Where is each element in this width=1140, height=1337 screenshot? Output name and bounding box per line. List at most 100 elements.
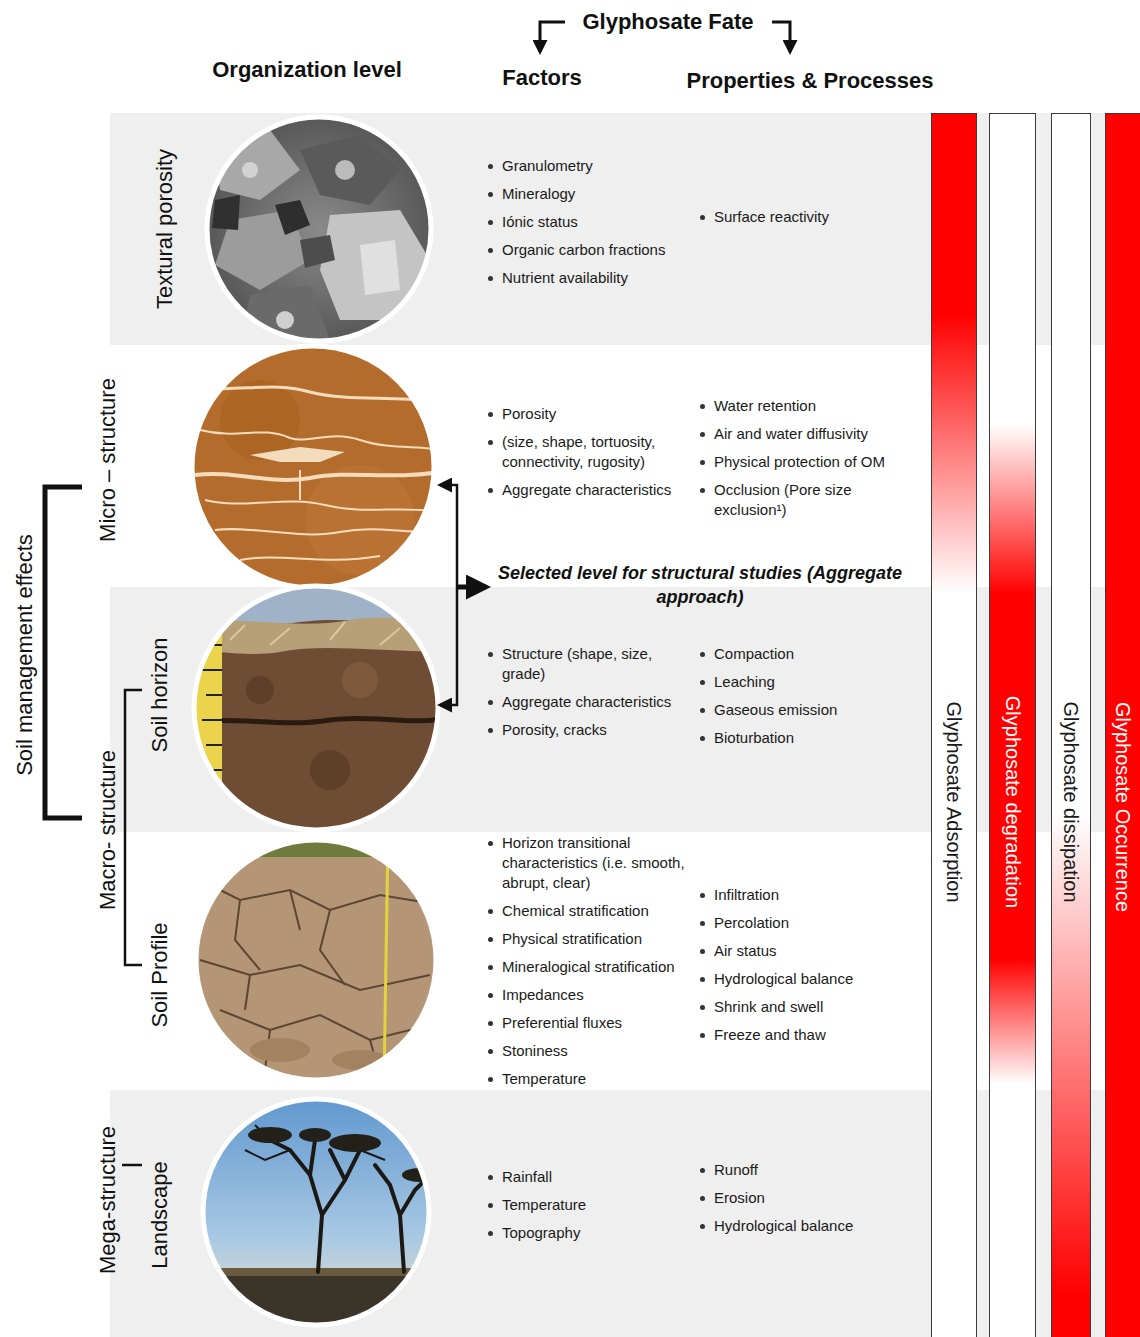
bullet-item: Mineralogy xyxy=(488,184,696,204)
level-label: Micro – structure xyxy=(95,378,120,542)
factor-text: Rainfall xyxy=(502,1167,552,1187)
bullet-item: (size, shape, tortuosity, connectivity, … xyxy=(488,432,696,472)
factor-text: Porosity xyxy=(502,404,556,424)
sem-photo xyxy=(200,110,440,350)
fate-bar: Glyphosate dissipation xyxy=(1051,113,1091,1337)
band-ground xyxy=(110,113,1140,345)
bullet-dot xyxy=(488,700,493,705)
bracket xyxy=(125,690,142,965)
factor-text: Aggregate characteristics xyxy=(502,480,671,500)
bullet-item: Bioturbation xyxy=(700,728,928,748)
bullet-dot xyxy=(700,680,705,685)
illustration-part xyxy=(220,380,300,460)
process-text: Hydrological balance xyxy=(714,969,853,989)
row-band: RainfallTemperatureTopographyRunoffErosi… xyxy=(110,1090,930,1337)
bullet-dot xyxy=(488,440,493,445)
bullet-dot xyxy=(700,404,705,409)
header-label: Factors xyxy=(502,65,581,90)
factor-list: GranulometryMineralogyIónic statusOrgani… xyxy=(488,156,696,288)
bullet-dot xyxy=(700,1196,705,1201)
bullet-item: Chemical stratification xyxy=(488,901,696,921)
illustration-part xyxy=(276,311,294,329)
bullet-item: Horizon transitional characteristics (i.… xyxy=(488,833,696,893)
bullet-dot xyxy=(488,220,493,225)
bullet-dot xyxy=(700,977,705,982)
bullet-dot xyxy=(488,1049,493,1054)
bullet-dot xyxy=(488,1175,493,1180)
bullet-item: Rainfall xyxy=(488,1167,696,1187)
process-text: Freeze and thaw xyxy=(714,1025,826,1045)
illustration-part xyxy=(246,676,274,704)
fate-arrow xyxy=(540,22,565,52)
bullet-item: Gaseous emission xyxy=(700,700,928,720)
bullet-item: Compaction xyxy=(700,644,928,664)
bullet-item: Granulometry xyxy=(488,156,696,176)
bullet-item: Water retention xyxy=(700,396,928,416)
bullet-item: Physical stratification xyxy=(488,929,696,949)
photo-ring xyxy=(196,840,436,1080)
factor-text: (size, shape, tortuosity, connectivity, … xyxy=(502,432,696,472)
bullet-dot xyxy=(488,1077,493,1082)
label-holder: Properties & Processes xyxy=(686,66,933,96)
illustration-part xyxy=(245,1125,385,1160)
illustration-part xyxy=(360,240,400,295)
illustration-part xyxy=(235,890,345,985)
bullet-dot xyxy=(488,164,493,169)
illustration-part xyxy=(196,585,222,835)
process-text: Infiltration xyxy=(714,885,779,905)
bullet-dot xyxy=(488,1203,493,1208)
illustration-part xyxy=(300,235,335,268)
process-text: Air status xyxy=(714,941,777,961)
photo-ring xyxy=(192,346,434,588)
bullet-item: Erosion xyxy=(700,1188,928,1208)
level-label: Textural porosity xyxy=(152,149,177,309)
bullet-dot xyxy=(488,192,493,197)
factor-text: Impedances xyxy=(502,985,584,1005)
illustration-part xyxy=(320,210,430,320)
bullet-item: Iónic status xyxy=(488,212,696,232)
fate-bar: Glyphosate Adsorption xyxy=(931,113,977,1337)
bullet-item: Air status xyxy=(700,941,928,961)
bar-label-holder: Glyphosate Adsorption xyxy=(942,701,966,902)
bullet-item: Hydrological balance xyxy=(700,969,928,989)
illustration-part xyxy=(329,1134,381,1152)
header-label: Organization level xyxy=(212,57,402,82)
process-text: Shrink and swell xyxy=(714,997,823,1017)
label-holder: Selected level for structural studies (A… xyxy=(495,561,905,609)
illustration-part xyxy=(299,470,301,500)
illustration-part xyxy=(190,835,450,1085)
illustration-part xyxy=(230,622,400,645)
illustration-part xyxy=(275,200,310,235)
process-text: Leaching xyxy=(714,672,775,692)
bullet-item: Runoff xyxy=(700,1160,928,1180)
bullet-dot xyxy=(700,708,705,713)
bullet-item: Occlusion (Pore size exclusion¹) xyxy=(700,480,928,520)
bullet-dot xyxy=(488,993,493,998)
label-holder: Macro- structure xyxy=(93,750,123,910)
factor-text: Nutrient availability xyxy=(502,268,628,288)
factor-text: Stoniness xyxy=(502,1041,568,1061)
process-text: Bioturbation xyxy=(714,728,794,748)
bullet-dot xyxy=(488,412,493,417)
label-holder: Organization level xyxy=(212,55,402,85)
process-list: RunoffErosionHydrological balance xyxy=(700,1160,928,1236)
bullet-dot xyxy=(488,909,493,914)
bullet-dot xyxy=(700,893,705,898)
bracket xyxy=(45,487,82,818)
bar-label: Glyphosate Occurrence xyxy=(1112,702,1134,912)
factor-list: Horizon transitional characteristics (i.… xyxy=(488,833,696,1089)
row-band: GranulometryMineralogyIónic statusOrgani… xyxy=(110,113,930,345)
bullet-item: Stoniness xyxy=(488,1041,696,1061)
row-band: Porosity (size, shape, tortuosity, connec… xyxy=(110,345,930,587)
bullet-dot xyxy=(488,276,493,281)
label-holder: Textural porosity xyxy=(150,149,180,309)
label-holder: Glyphosate Fate xyxy=(582,7,753,37)
label-holder: Soil horizon xyxy=(145,638,175,753)
bullet-dot xyxy=(700,921,705,926)
level-label: Soil Profile xyxy=(147,922,172,1027)
illustration-part xyxy=(190,718,450,723)
bullet-item: Leaching xyxy=(700,672,928,692)
bullet-item: Porosity xyxy=(488,404,696,424)
process-text: Compaction xyxy=(714,644,794,664)
bullet-dot xyxy=(488,1231,493,1236)
